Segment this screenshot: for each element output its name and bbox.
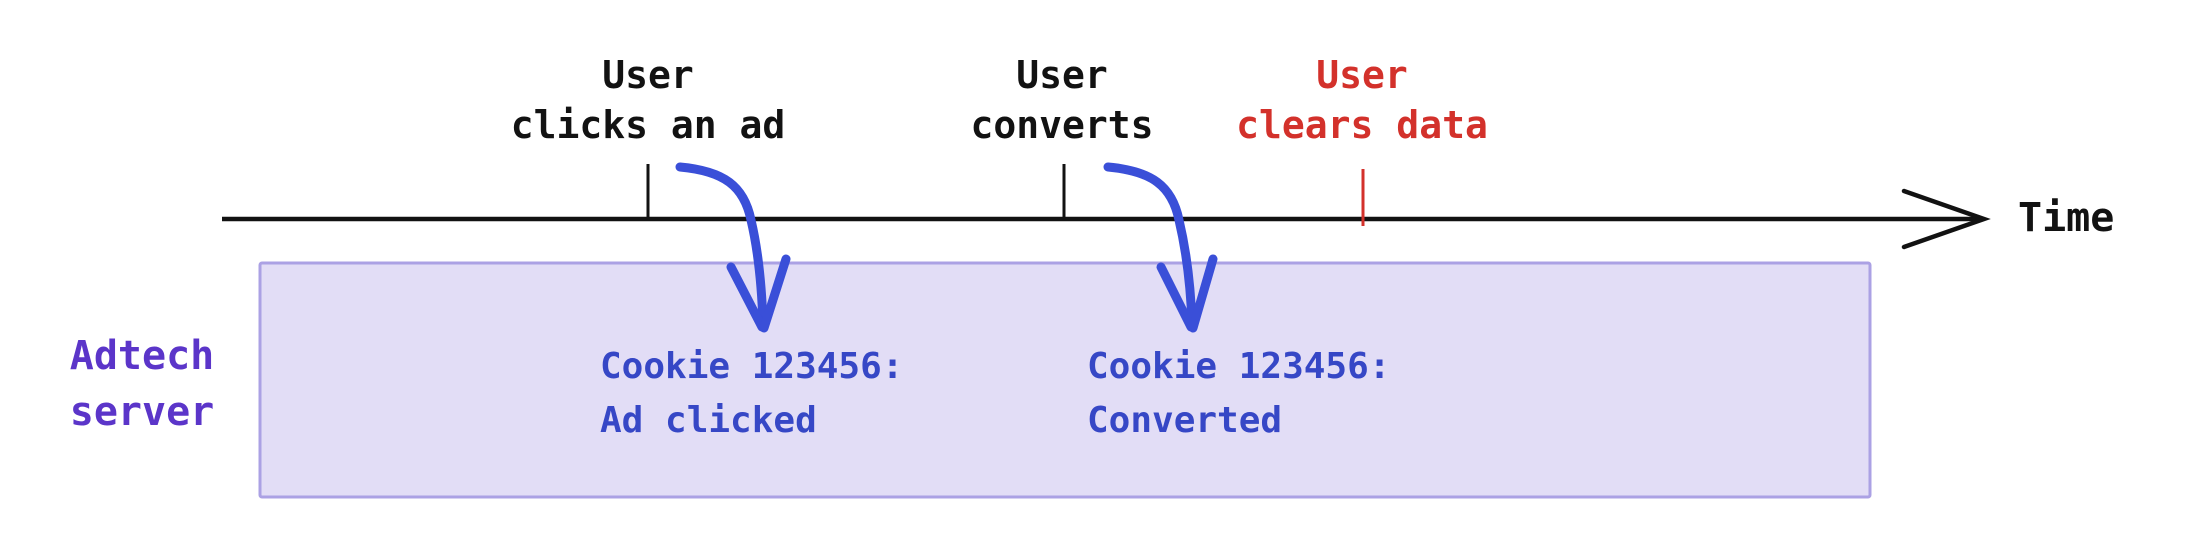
timeline-arrowhead-icon xyxy=(1901,188,1991,250)
event-label-line: User xyxy=(1016,53,1108,97)
event-label-line: converts xyxy=(970,103,1154,147)
event-label-user-clears-data: User clears data xyxy=(1236,50,1488,150)
adtech-server-label-line: Adtech xyxy=(69,333,215,379)
event-label-line: User xyxy=(1316,53,1408,97)
event-label-line: User xyxy=(602,53,694,97)
event-label-user-converts: User converts xyxy=(970,50,1153,150)
cookie-record-line: Cookie 123456: xyxy=(600,346,904,387)
adtech-server-label: Adtech server xyxy=(70,328,215,440)
cookie-record-line: Cookie 123456: xyxy=(1087,346,1391,387)
cookie-record-converted: Cookie 123456: Converted xyxy=(1087,340,1390,448)
event-label-user-clicks-ad: User clicks an ad xyxy=(511,50,786,150)
cookie-record-ad-clicked: Cookie 123456: Ad clicked xyxy=(600,340,903,448)
event-label-line: clicks an ad xyxy=(510,103,786,147)
cookie-arrow-click xyxy=(675,162,791,333)
cookie-record-line: Ad clicked xyxy=(600,400,817,441)
time-axis-label: Time xyxy=(2018,195,2115,242)
cookie-record-line: Converted xyxy=(1087,400,1283,441)
adtech-server-box xyxy=(258,261,1872,499)
event-label-line: clears data xyxy=(1236,103,1488,147)
adtech-server-label-line: server xyxy=(69,389,215,435)
cookie-arrow-convert xyxy=(1103,162,1218,333)
